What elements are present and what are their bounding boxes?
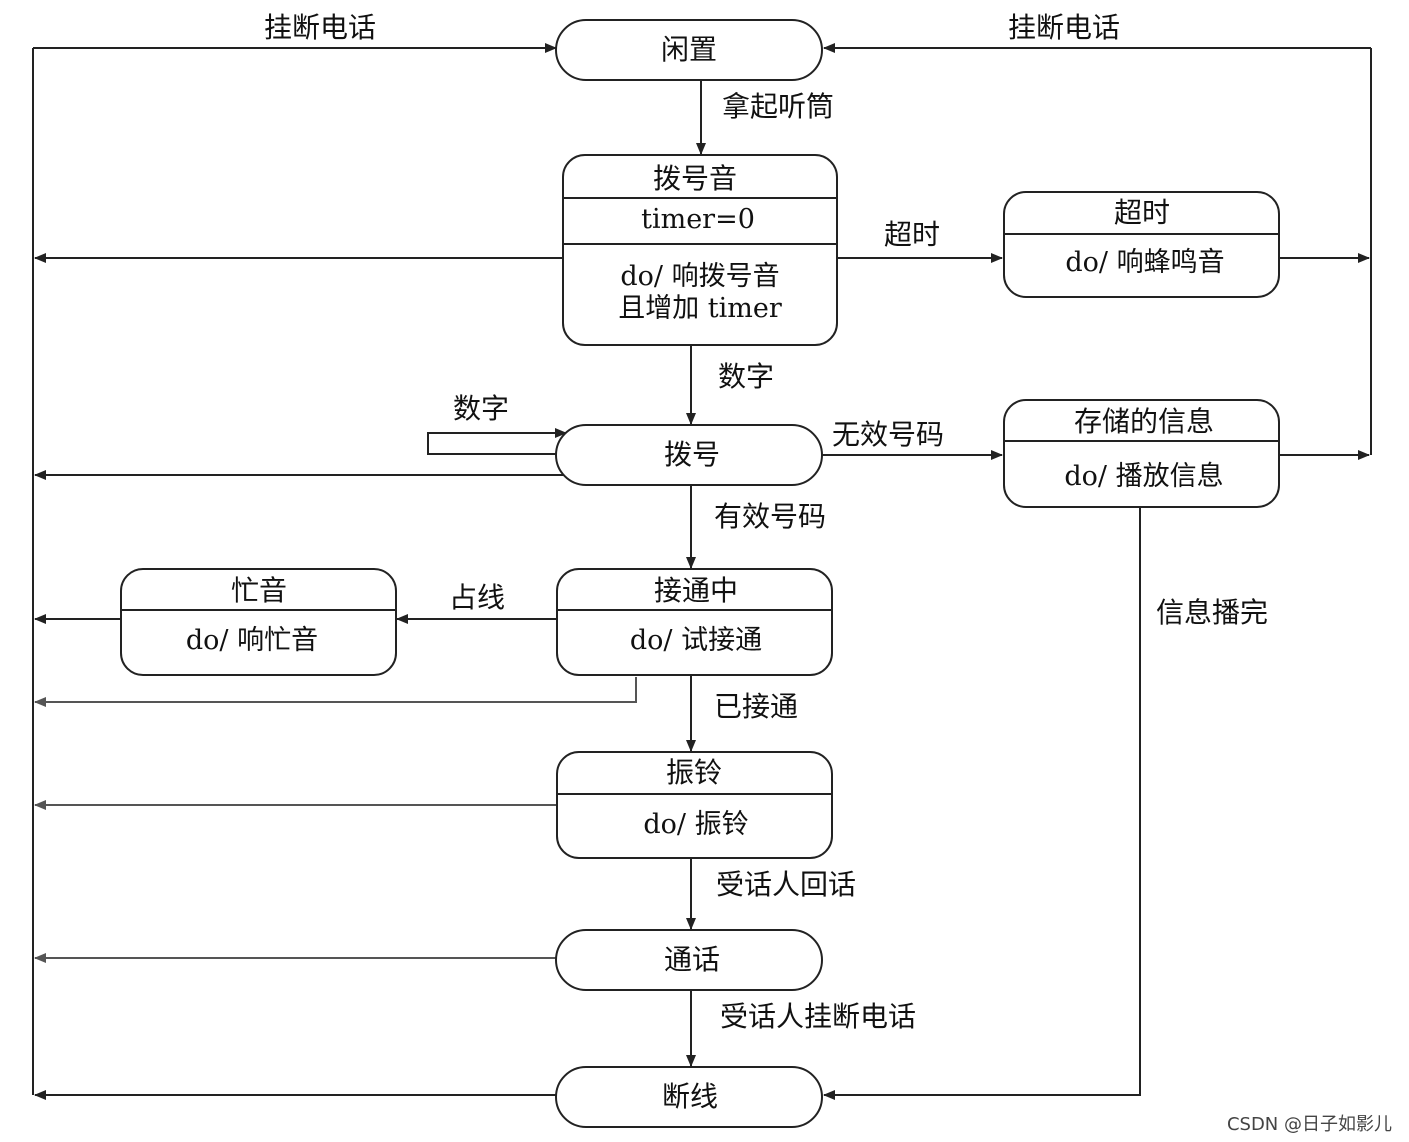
label-message-done: 信息播完 bbox=[1156, 596, 1268, 629]
label-callee-hangup: 受话人挂断电话 bbox=[720, 1000, 916, 1033]
label-valid-number: 有效号码 bbox=[714, 500, 826, 533]
state-connecting: 接通中 do/ 试接通 bbox=[556, 568, 833, 676]
label-pickup: 拿起听筒 bbox=[722, 90, 834, 123]
message-done-arrow bbox=[823, 507, 1141, 1100]
state-ringing-action: do/ 振铃 bbox=[643, 809, 748, 840]
state-talking-name: 通话 bbox=[664, 943, 720, 976]
state-busy-action: do/ 响忙音 bbox=[186, 625, 318, 656]
state-dialtone-name: 拨号音 bbox=[653, 162, 737, 195]
connectors bbox=[32, 43, 1372, 1100]
digit-self-loop-arrow bbox=[427, 428, 567, 455]
connecting-exit-arrow bbox=[34, 677, 637, 707]
label-hangup-left: 挂断电话 bbox=[264, 11, 376, 44]
state-ringing-name: 振铃 bbox=[666, 756, 722, 789]
state-ringing: 振铃 do/ 振铃 bbox=[556, 751, 833, 859]
state-disconnected: 断线 bbox=[555, 1066, 823, 1128]
state-dialtone-variable: timer=0 bbox=[641, 204, 755, 235]
state-connecting-name: 接通中 bbox=[654, 574, 738, 607]
state-busy-name: 忙音 bbox=[231, 574, 287, 607]
state-dialing: 拨号 bbox=[555, 424, 823, 486]
state-timeout-action: do/ 响蜂鸣音 bbox=[1065, 247, 1224, 278]
state-dialtone: 拨号音 timer=0 do/ 响拨号音 且增加 timer bbox=[562, 154, 838, 346]
label-timeout: 超时 bbox=[884, 218, 940, 251]
label-hangup-right: 挂断电话 bbox=[1008, 11, 1120, 44]
label-digit: 数字 bbox=[718, 360, 774, 393]
state-disconnected-name: 断线 bbox=[662, 1080, 718, 1113]
state-busy: 忙音 do/ 响忙音 bbox=[120, 568, 397, 676]
state-stored-message-action: do/ 播放信息 bbox=[1064, 461, 1223, 492]
label-connected: 已接通 bbox=[714, 690, 798, 723]
state-dialtone-action-1: do/ 响拨号音 bbox=[620, 261, 779, 292]
state-stored-message-name: 存储的信息 bbox=[1074, 405, 1214, 438]
state-idle: 闲置 bbox=[555, 19, 823, 81]
state-dialtone-action-2: 且增加 timer bbox=[618, 293, 782, 324]
state-dialing-name: 拨号 bbox=[664, 438, 720, 471]
state-idle-name: 闲置 bbox=[661, 33, 717, 66]
state-stored-message: 存储的信息 do/ 播放信息 bbox=[1003, 399, 1280, 508]
label-invalid-number: 无效号码 bbox=[832, 418, 944, 451]
transition-labels: 挂断电话 挂断电话 拿起听筒 超时 数字 数字 无效号码 有效号码 占线 信息播… bbox=[264, 11, 1268, 1033]
state-connecting-action: do/ 试接通 bbox=[630, 625, 762, 656]
state-timeout: 超时 do/ 响蜂鸣音 bbox=[1003, 191, 1280, 298]
state-talking: 通话 bbox=[555, 929, 823, 991]
watermark: CSDN @日子如影儿 bbox=[1227, 1114, 1392, 1135]
state-timeout-name: 超时 bbox=[1114, 196, 1170, 229]
label-answer: 受话人回话 bbox=[716, 868, 856, 901]
label-digit-self: 数字 bbox=[453, 392, 509, 425]
label-busy: 占线 bbox=[449, 581, 505, 614]
